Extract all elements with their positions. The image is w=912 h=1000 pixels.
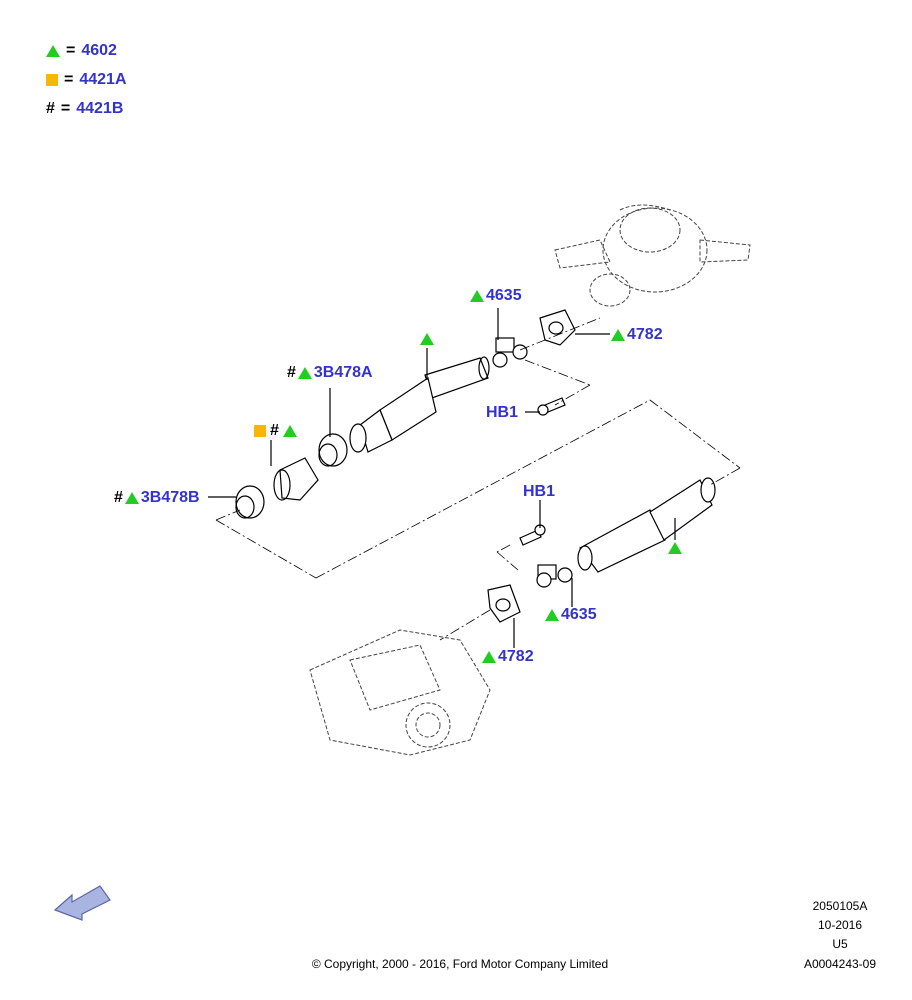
leader-lines	[208, 308, 676, 648]
callout-code: HB1	[523, 483, 556, 500]
upper-shaft	[349, 356, 490, 453]
green-triangle-icon	[282, 425, 297, 437]
callout-code: 4635	[561, 606, 597, 623]
legend-equals: =	[60, 100, 71, 117]
callout-code: 4635	[486, 287, 522, 304]
upper-u-joint	[492, 337, 528, 368]
callout-code: 4782	[627, 326, 663, 343]
green-triangle-icon	[470, 290, 484, 302]
ref-date: 10-2016	[817, 918, 863, 932]
green-triangle-icon	[420, 333, 434, 345]
callout-code: 3B478B	[140, 489, 200, 506]
callout-hb1-upper: HB1	[486, 404, 518, 422]
legend-row-4421a: = 4421A	[46, 71, 127, 89]
green-triangle-icon	[46, 45, 60, 57]
green-triangle-icon	[297, 367, 312, 379]
callout-code: 3B478A	[313, 364, 373, 381]
callout-4635-lower: 4635	[545, 606, 597, 624]
callout-shaft-marker-upper	[420, 333, 434, 345]
callout-3b478a: # 3B478A	[287, 364, 373, 382]
callout-code: HB1	[486, 404, 519, 421]
callout-hb1-lower: HB1	[523, 483, 555, 501]
callout-shaft-marker-lower	[668, 542, 682, 554]
legend-row-4602: = 4602	[46, 42, 117, 60]
callout-4635-upper: 4635	[470, 287, 522, 305]
lower-u-joint	[536, 564, 573, 588]
ref-code-3: A0004243-09	[803, 957, 877, 971]
legend-row-4421b: # = 4421B	[46, 100, 123, 118]
callout-boot: #	[254, 422, 297, 440]
callout-code: 4782	[498, 648, 534, 665]
green-triangle-icon	[668, 542, 682, 554]
orange-square-icon	[46, 74, 58, 86]
ref-code-2: U5	[832, 937, 848, 951]
callout-4782-upper: 4782	[611, 326, 663, 344]
callout-4782-lower: 4782	[482, 648, 534, 666]
hash-icon: #	[287, 364, 296, 381]
cv-boot	[273, 457, 319, 501]
assembly-lines	[215, 317, 741, 641]
legend-equals: =	[66, 42, 76, 59]
direction-arrow-icon	[53, 885, 111, 921]
copyright-text: © Copyright, 2000 - 2016, Ford Motor Com…	[311, 957, 609, 971]
upper-bolt	[537, 397, 566, 416]
upper-flange	[539, 309, 576, 346]
green-triangle-icon	[611, 329, 625, 341]
legend-equals: =	[64, 71, 74, 88]
ring-3b478a	[318, 433, 348, 467]
legend-code: 4421A	[79, 71, 127, 88]
hash-icon: #	[270, 422, 279, 439]
lower-shaft	[577, 477, 716, 573]
hash-icon: #	[114, 489, 123, 506]
rear-axle-outline	[554, 204, 751, 307]
transfer-case-outline	[309, 629, 491, 756]
green-triangle-icon	[482, 651, 496, 663]
legend-code: 4602	[81, 42, 117, 59]
green-triangle-icon	[545, 609, 559, 621]
legend-code: 4421B	[76, 100, 124, 117]
lower-bolt	[519, 524, 546, 546]
ref-code-1: 2050105A	[812, 899, 868, 913]
green-triangle-icon	[124, 492, 139, 504]
callout-3b478b: # 3B478B	[114, 489, 200, 507]
hash-icon: #	[46, 100, 55, 117]
orange-square-icon	[254, 425, 266, 437]
lower-flange	[487, 584, 521, 623]
ring-3b478b	[235, 485, 265, 519]
